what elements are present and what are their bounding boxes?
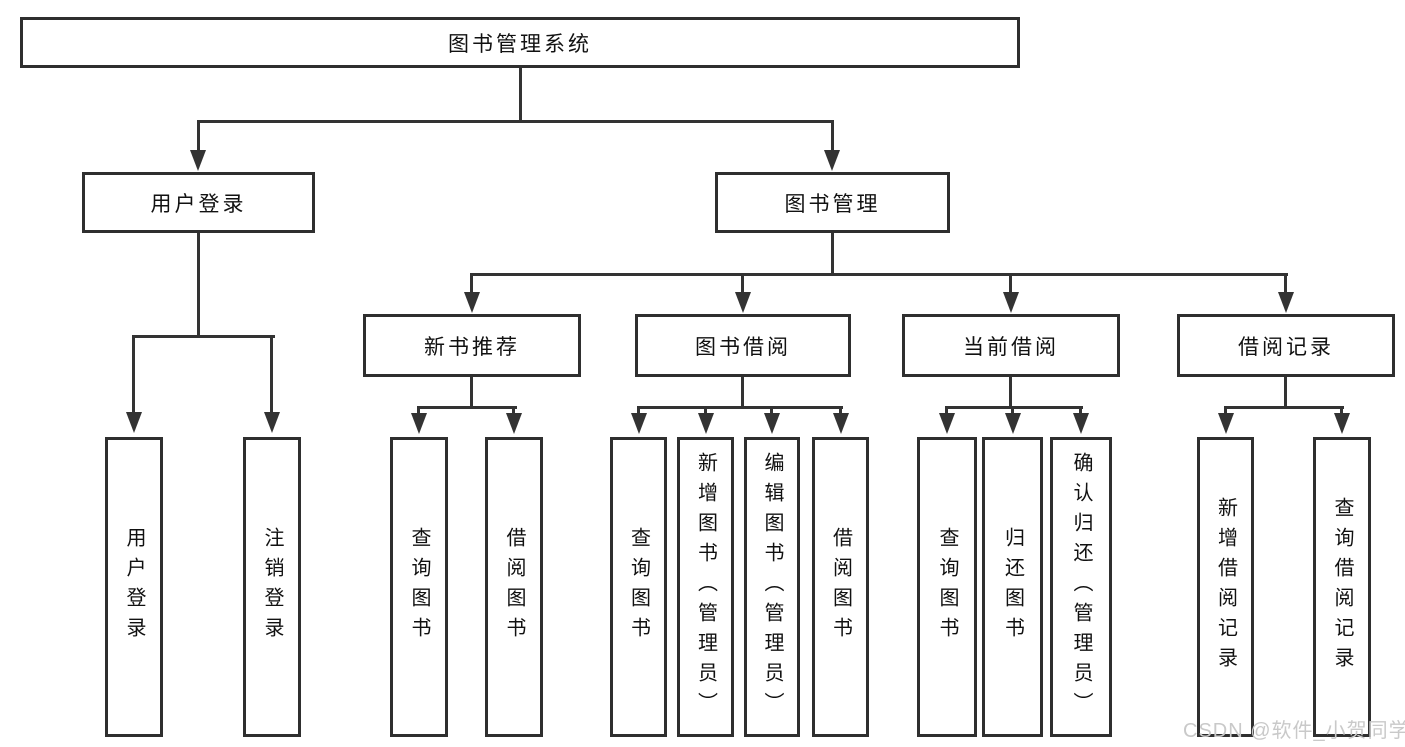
arrow-down-icon — [264, 412, 280, 433]
arrow-down-icon — [698, 413, 714, 434]
arrow-down-icon — [833, 413, 849, 434]
arrow-down-icon — [1278, 292, 1294, 313]
node-book-borrowing: 图书借阅 — [635, 314, 851, 377]
connector-line — [132, 335, 135, 415]
connector-line — [945, 406, 948, 417]
connector-line — [197, 120, 200, 153]
node-borrowing-records: 借阅记录 — [1177, 314, 1395, 377]
leaf-add-book-admin: 新增图书（管理员） — [677, 437, 734, 737]
leaf-borrow-query-books: 查询图书 — [610, 437, 667, 737]
arrow-down-icon — [939, 413, 955, 434]
leaf-add-book-admin-label: 新增图书（管理员） — [694, 452, 717, 722]
connector-line — [519, 68, 522, 120]
connector-line — [197, 233, 200, 335]
connector-line — [471, 273, 1288, 276]
connector-line — [1224, 406, 1227, 417]
connector-line — [770, 406, 773, 417]
connector-line — [512, 406, 515, 417]
arrow-down-icon — [1218, 413, 1234, 434]
leaf-borrow-books-label: 借阅图书 — [829, 527, 852, 647]
leaf-newbook-borrow-books: 借阅图书 — [485, 437, 543, 737]
connector-line — [637, 406, 843, 409]
leaf-logout: 注销登录 — [243, 437, 301, 737]
arrow-down-icon — [824, 150, 840, 171]
connector-line — [417, 406, 517, 409]
leaf-user-login-label: 用户登录 — [123, 527, 145, 647]
connector-line — [637, 406, 640, 417]
connector-line — [133, 335, 275, 338]
node-root-library-system: 图书管理系统 — [20, 17, 1020, 68]
connector-line — [470, 273, 473, 295]
csdn-watermark: CSDN @软件_小贺同学 — [1183, 720, 1405, 742]
connector-line — [1011, 406, 1014, 417]
leaf-edit-book-admin: 编辑图书（管理员） — [744, 437, 800, 737]
leaf-confirm-return-admin: 确认归还（管理员） — [1050, 437, 1112, 737]
connector-line — [704, 406, 707, 417]
arrow-down-icon — [764, 413, 780, 434]
leaf-logout-label: 注销登录 — [261, 527, 283, 647]
leaf-borrow-books: 借阅图书 — [812, 437, 869, 737]
leaf-user-login: 用户登录 — [105, 437, 163, 737]
arrow-down-icon — [1073, 413, 1089, 434]
arrow-down-icon — [464, 292, 480, 313]
connector-line — [741, 377, 744, 408]
arrow-down-icon — [1005, 413, 1021, 434]
arrow-down-icon — [190, 150, 206, 171]
leaf-newbook-query-books: 查询图书 — [390, 437, 448, 737]
connector-line — [1224, 406, 1344, 409]
arrow-down-icon — [506, 413, 522, 434]
leaf-query-borrow-record: 查询借阅记录 — [1313, 437, 1371, 737]
connector-line — [1009, 377, 1012, 408]
node-book-management: 图书管理 — [715, 172, 950, 233]
leaf-add-borrow-record-label: 新增借阅记录 — [1214, 497, 1237, 677]
leaf-edit-book-admin-label: 编辑图书（管理员） — [761, 452, 783, 722]
arrow-down-icon — [126, 412, 142, 433]
leaf-return-books-label: 归还图书 — [1001, 527, 1024, 647]
node-new-book-recommend: 新书推荐 — [363, 314, 581, 377]
leaf-borrow-query-books-label: 查询图书 — [627, 527, 650, 647]
connector-line — [1284, 273, 1287, 295]
arrow-down-icon — [1334, 413, 1350, 434]
connector-line — [1009, 273, 1012, 295]
connector-line — [945, 406, 1083, 409]
connector-line — [1340, 406, 1343, 417]
leaf-add-borrow-record: 新增借阅记录 — [1197, 437, 1254, 737]
leaf-confirm-return-admin-label: 确认归还（管理员） — [1070, 452, 1092, 722]
connector-line — [831, 233, 834, 276]
leaf-newbook-borrow-books-label: 借阅图书 — [503, 527, 525, 647]
leaf-current-query-books: 查询图书 — [917, 437, 977, 737]
leaf-return-books: 归还图书 — [982, 437, 1043, 737]
leaf-newbook-query-books-label: 查询图书 — [408, 527, 430, 647]
leaf-current-query-books-label: 查询图书 — [936, 527, 958, 647]
connector-line — [741, 273, 744, 295]
connector-line — [417, 406, 420, 417]
node-current-borrowing: 当前借阅 — [902, 314, 1120, 377]
connector-line — [839, 406, 842, 417]
connector-line — [470, 377, 473, 408]
connector-line — [1284, 377, 1287, 408]
connector-line — [197, 120, 834, 123]
arrow-down-icon — [1003, 292, 1019, 313]
arrow-down-icon — [411, 413, 427, 434]
connector-line — [1079, 406, 1082, 417]
arrow-down-icon — [735, 292, 751, 313]
leaf-query-borrow-record-label: 查询借阅记录 — [1331, 497, 1353, 677]
arrow-down-icon — [631, 413, 647, 434]
connector-line — [270, 335, 273, 415]
node-user-login: 用户登录 — [82, 172, 315, 233]
connector-line — [831, 120, 834, 153]
